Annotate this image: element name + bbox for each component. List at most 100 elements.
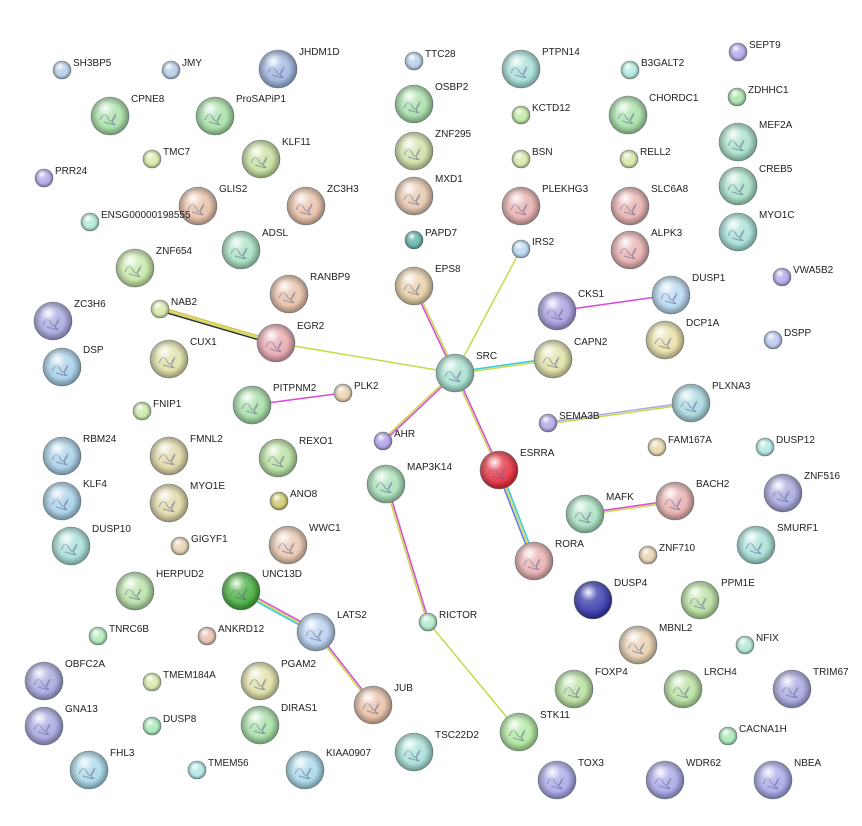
node-mbnl2[interactable]: MBNL2 — [618, 623, 693, 665]
node-capn2[interactable]: CAPN2 — [533, 337, 608, 379]
edge-map3k14-rictor[interactable] — [384, 483, 430, 623]
node-znf654[interactable]: ZNF654 — [115, 246, 193, 288]
node-vwa5b2[interactable]: VWA5B2 — [772, 265, 834, 287]
node-jhdm1d[interactable]: JHDM1D — [258, 47, 340, 89]
node-sema3b[interactable]: SEMA3B — [538, 411, 600, 433]
node-fam167a[interactable]: FAM167A — [647, 435, 712, 457]
edge-rictor-stk11[interactable] — [427, 621, 520, 733]
node-egr2[interactable]: EGR2 — [256, 321, 325, 363]
node-zdhhc1[interactable]: ZDHHC1 — [727, 85, 789, 107]
node-cpne8[interactable]: CPNE8 — [90, 94, 165, 136]
node-dusp4[interactable]: DUSP4 — [573, 578, 648, 620]
node-klf11[interactable]: KLF11 — [241, 137, 311, 179]
node-cks1[interactable]: CKS1 — [537, 289, 605, 331]
node-src[interactable]: SRC — [435, 351, 497, 393]
node-trim67[interactable]: TRIM67 — [772, 667, 849, 709]
node-cacna1h[interactable]: CACNA1H — [718, 724, 787, 746]
node-wwc1[interactable]: WWC1 — [268, 523, 341, 565]
node-sept9[interactable]: SEPT9 — [728, 40, 781, 62]
node-ahr[interactable]: AHR — [373, 429, 415, 451]
node-nfix[interactable]: NFIX — [735, 633, 779, 655]
node-klf4[interactable]: KLF4 — [42, 479, 107, 521]
node-znf710[interactable]: ZNF710 — [638, 543, 696, 565]
node-myo1e[interactable]: MYO1E — [149, 481, 225, 523]
node-smurf1[interactable]: SMURF1 — [736, 523, 819, 565]
node-esrra[interactable]: ESRRA — [479, 448, 555, 490]
edge-sema3b-plxna3[interactable] — [547, 401, 692, 425]
node-ano8[interactable]: ANO8 — [269, 489, 318, 511]
node-map3k14[interactable]: MAP3K14 — [366, 462, 452, 504]
node-myo1c[interactable]: MYO1C — [718, 210, 795, 252]
node-dcp1a[interactable]: DCP1A — [645, 318, 720, 360]
node-dusp8[interactable]: DUSP8 — [142, 714, 197, 736]
node-rictor[interactable]: RICTOR — [418, 610, 477, 632]
node-alpk3[interactable]: ALPK3 — [610, 228, 683, 270]
node-nbea[interactable]: NBEA — [753, 758, 822, 800]
node-zc3h3[interactable]: ZC3H3 — [286, 184, 359, 226]
node-mef2a[interactable]: MEF2A — [718, 120, 793, 162]
edge-src-irs2[interactable] — [454, 248, 522, 374]
node-chordc1[interactable]: CHORDC1 — [608, 93, 699, 135]
node-osbp2[interactable]: OSBP2 — [394, 82, 469, 124]
node-mafk[interactable]: MAFK — [565, 492, 634, 534]
node-sh3bp5[interactable]: SH3BP5 — [52, 58, 112, 80]
node-wdr62[interactable]: WDR62 — [645, 758, 721, 800]
node-bach2[interactable]: BACH2 — [655, 479, 730, 521]
node-rora[interactable]: RORA — [514, 539, 584, 581]
node-cux1[interactable]: CUX1 — [149, 337, 217, 379]
node-eps8[interactable]: EPS8 — [394, 264, 461, 306]
node-ankrd12[interactable]: ANKRD12 — [197, 624, 265, 646]
node-nab2[interactable]: NAB2 — [150, 297, 198, 319]
node-plxna3[interactable]: PLXNA3 — [671, 381, 751, 423]
node-foxp4[interactable]: FOXP4 — [554, 667, 628, 709]
node-rexo1[interactable]: REXO1 — [258, 436, 333, 478]
edge-egr2-nab2[interactable] — [159, 306, 277, 346]
node-fnip1[interactable]: FNIP1 — [132, 399, 182, 421]
node-znf516[interactable]: ZNF516 — [763, 471, 841, 513]
node-fhl3[interactable]: FHL3 — [69, 748, 135, 790]
node-mxd1[interactable]: MXD1 — [394, 174, 463, 216]
node-dusp10[interactable]: DUSP10 — [51, 524, 131, 566]
node-tmc7[interactable]: TMC7 — [142, 147, 191, 169]
node-stk11[interactable]: STK11 — [499, 710, 570, 752]
node-slc6a8[interactable]: SLC6A8 — [610, 184, 689, 226]
node-fmnl2[interactable]: FMNL2 — [149, 434, 223, 476]
node-glis2[interactable]: GLIS2 — [178, 184, 248, 226]
node-pitpnm2[interactable]: PITPNM2 — [232, 383, 317, 425]
node-prosapip1[interactable]: ProSAPiP1 — [195, 94, 286, 136]
node-zc3h6[interactable]: ZC3H6 — [33, 299, 106, 341]
node-herpud2[interactable]: HERPUD2 — [115, 569, 204, 611]
node-ranbp9[interactable]: RANBP9 — [269, 272, 350, 314]
node-creb5[interactable]: CREB5 — [718, 164, 793, 206]
node-tnrc6b[interactable]: TNRC6B — [88, 624, 149, 646]
node-b3galt2[interactable]: B3GALT2 — [620, 58, 685, 80]
node-unc13d[interactable]: UNC13D — [221, 569, 302, 611]
node-tox3[interactable]: TOX3 — [537, 758, 604, 800]
node-plk2[interactable]: PLK2 — [333, 381, 379, 403]
node-rbm24[interactable]: RBM24 — [42, 434, 117, 476]
node-znf295[interactable]: ZNF295 — [394, 129, 472, 171]
node-papd7[interactable]: PAPD7 — [404, 228, 457, 250]
node-tmem184a[interactable]: TMEM184A — [142, 670, 216, 692]
node-tsc22d2[interactable]: TSC22D2 — [394, 730, 479, 772]
node-jub[interactable]: JUB — [353, 683, 413, 725]
node-rell2[interactable]: RELL2 — [619, 147, 671, 169]
node-gigyf1[interactable]: GIGYF1 — [170, 534, 228, 556]
node-diras1[interactable]: DIRAS1 — [240, 703, 318, 745]
node-lrch4[interactable]: LRCH4 — [663, 667, 737, 709]
node-tmem56[interactable]: TMEM56 — [187, 758, 249, 780]
edge-src-egr2[interactable] — [275, 342, 456, 374]
node-pgam2[interactable]: PGAM2 — [240, 659, 316, 701]
node-kctd12[interactable]: KCTD12 — [511, 103, 571, 125]
node-irs2[interactable]: IRS2 — [511, 237, 555, 259]
node-ppm1e[interactable]: PPM1E — [680, 578, 755, 620]
node-gna13[interactable]: GNA13 — [24, 704, 98, 746]
node-adsl[interactable]: ADSL — [221, 228, 289, 270]
node-ensg00000198555[interactable]: ENSG00000198555 — [80, 210, 191, 232]
node-dusp1[interactable]: DUSP1 — [651, 273, 726, 315]
node-plekhg3[interactable]: PLEKHG3 — [501, 184, 589, 226]
node-jmy[interactable]: JMY — [161, 58, 202, 80]
node-bsn[interactable]: BSN — [511, 147, 553, 169]
node-ptpn14[interactable]: PTPN14 — [501, 47, 580, 89]
node-obfc2a[interactable]: OBFC2A — [24, 659, 105, 701]
